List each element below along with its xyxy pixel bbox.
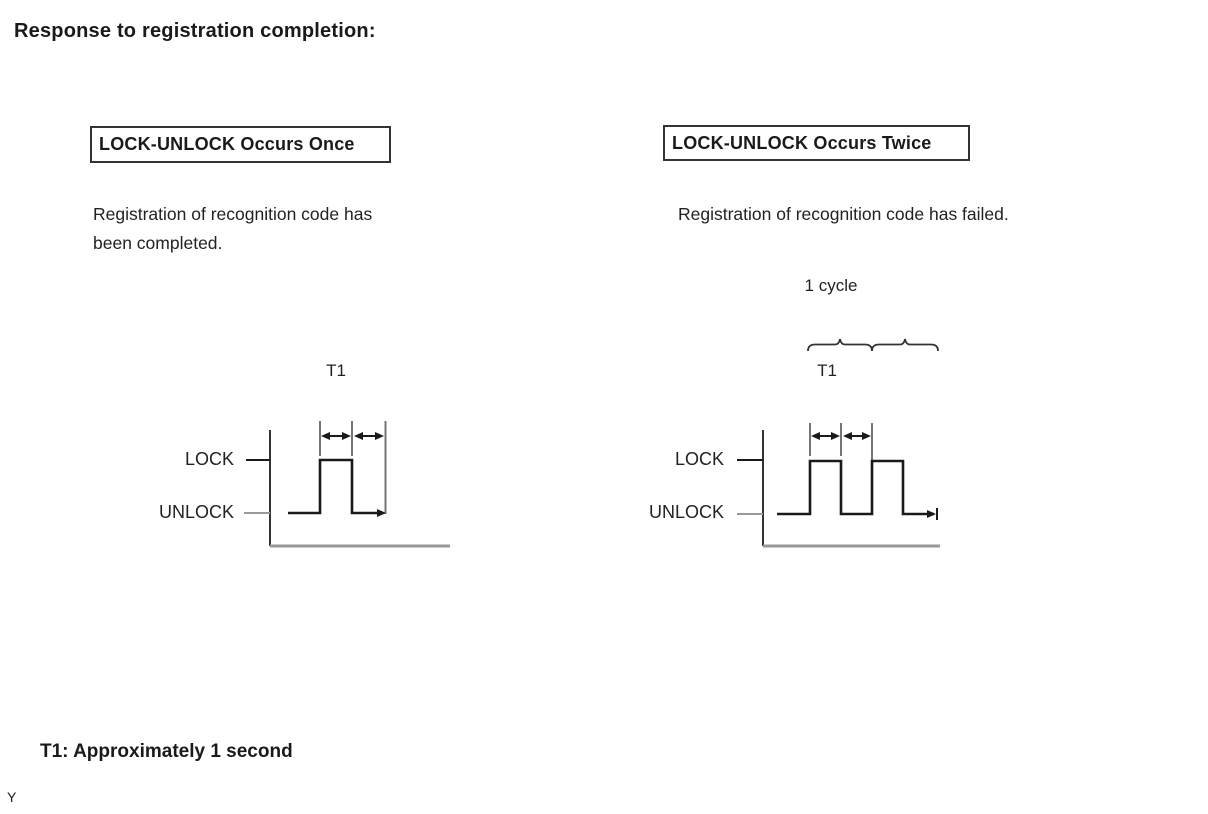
description-once: Registration of recognition code has bee… xyxy=(93,200,372,258)
waveform-twice xyxy=(777,459,934,516)
description-once-line1: Registration of recognition code has xyxy=(93,204,373,224)
unlock-label-once: UNLOCK xyxy=(158,502,234,522)
timing-diagram-once xyxy=(244,421,450,548)
t1-label-twice: T1 xyxy=(817,361,837,380)
dimension-arrow-gap xyxy=(843,432,871,440)
heading-box-once: LOCK-UNLOCK Occurs Once xyxy=(90,126,391,163)
description-twice-line1: Registration of recognition code has fai… xyxy=(678,204,1009,224)
t1-label-once: T1 xyxy=(326,361,346,380)
lock-label-once: LOCK xyxy=(184,449,234,469)
waveform-end-arrow xyxy=(927,510,936,518)
dimension-arrow-pulse xyxy=(811,432,840,440)
waveform-once xyxy=(288,458,383,515)
page-title: Response to registration completion: xyxy=(14,20,376,42)
description-twice: Registration of recognition code has fai… xyxy=(678,200,1009,229)
waveform-end-arrow xyxy=(377,509,386,517)
footnote-t1: T1: Approximately 1 second xyxy=(40,741,293,762)
heading-box-twice: LOCK-UNLOCK Occurs Twice xyxy=(663,125,970,161)
page-letter: Y xyxy=(7,789,17,805)
unlock-label-twice: UNLOCK xyxy=(648,502,724,522)
cycle-brace-2 xyxy=(871,338,939,352)
timing-diagram-twice xyxy=(737,338,940,548)
lock-label-twice: LOCK xyxy=(674,449,724,469)
dimension-arrow-pulse xyxy=(321,432,351,440)
cycle-brace-1 xyxy=(807,338,873,352)
dimension-arrow-gap xyxy=(354,432,384,440)
cycle-label: 1 cycle xyxy=(804,276,858,295)
description-once-line2: been completed. xyxy=(93,233,223,253)
